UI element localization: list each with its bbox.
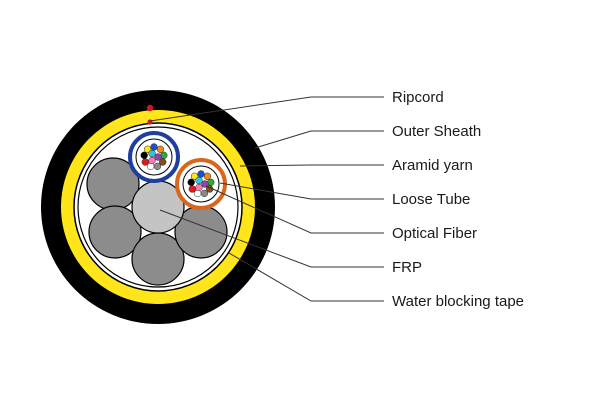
loose-tube-blue bbox=[128, 131, 180, 183]
leader-line-frp bbox=[159, 209, 384, 268]
optical-fiber bbox=[153, 162, 162, 171]
optical-fiber bbox=[195, 176, 203, 185]
loose-tube-orange bbox=[175, 158, 227, 210]
optical-fiber bbox=[148, 149, 156, 158]
fiber-bundle bbox=[140, 143, 168, 171]
label-outer-sheath: Outer Sheath bbox=[392, 123, 481, 140]
optical-fiber bbox=[150, 143, 158, 151]
label-ripcord: Ripcord bbox=[392, 89, 444, 106]
optical-fiber bbox=[201, 180, 209, 188]
optical-fiber bbox=[159, 158, 167, 166]
optical-fiber bbox=[190, 172, 199, 180]
optical-fiber bbox=[197, 170, 205, 178]
ripcord-marker bbox=[146, 104, 154, 112]
leader-line-loose-tube bbox=[219, 182, 384, 200]
cable-cross-section bbox=[41, 90, 275, 324]
filler-rod bbox=[88, 205, 142, 259]
leader-line-aramid-yarn bbox=[239, 164, 384, 167]
fiber-bundle bbox=[187, 170, 215, 198]
optical-fiber bbox=[141, 158, 149, 166]
leader-lines bbox=[149, 96, 384, 302]
leader-line-outer-sheath bbox=[254, 130, 384, 149]
optical-fiber bbox=[187, 178, 195, 186]
label-water-blocking-tape: Water blocking tape bbox=[392, 293, 524, 310]
ripcord-marker bbox=[147, 119, 153, 125]
label-loose-tube: Loose Tube bbox=[392, 191, 470, 208]
optical-fiber bbox=[195, 183, 203, 192]
optical-fiber bbox=[154, 153, 162, 161]
optical-fiber bbox=[143, 145, 152, 153]
optical-fiber bbox=[203, 172, 212, 180]
optical-fiber bbox=[200, 189, 209, 198]
label-optical-fiber: Optical Fiber bbox=[392, 225, 477, 242]
label-aramid-yarn: Aramid yarn bbox=[392, 157, 473, 174]
leader-line-ripcord bbox=[149, 96, 384, 122]
leader-line-optical-fiber bbox=[205, 185, 384, 234]
leader-line-water-blocking-tape bbox=[228, 252, 384, 302]
callout-labels: Ripcord Outer Sheath Aramid yarn Loose T… bbox=[392, 89, 524, 310]
optical-fiber bbox=[156, 145, 165, 153]
optical-fiber bbox=[148, 156, 156, 165]
label-frp: FRP bbox=[392, 259, 422, 276]
optical-fiber bbox=[140, 151, 148, 159]
optical-fiber bbox=[188, 185, 196, 193]
water-blocking-tape-ring bbox=[77, 126, 239, 288]
